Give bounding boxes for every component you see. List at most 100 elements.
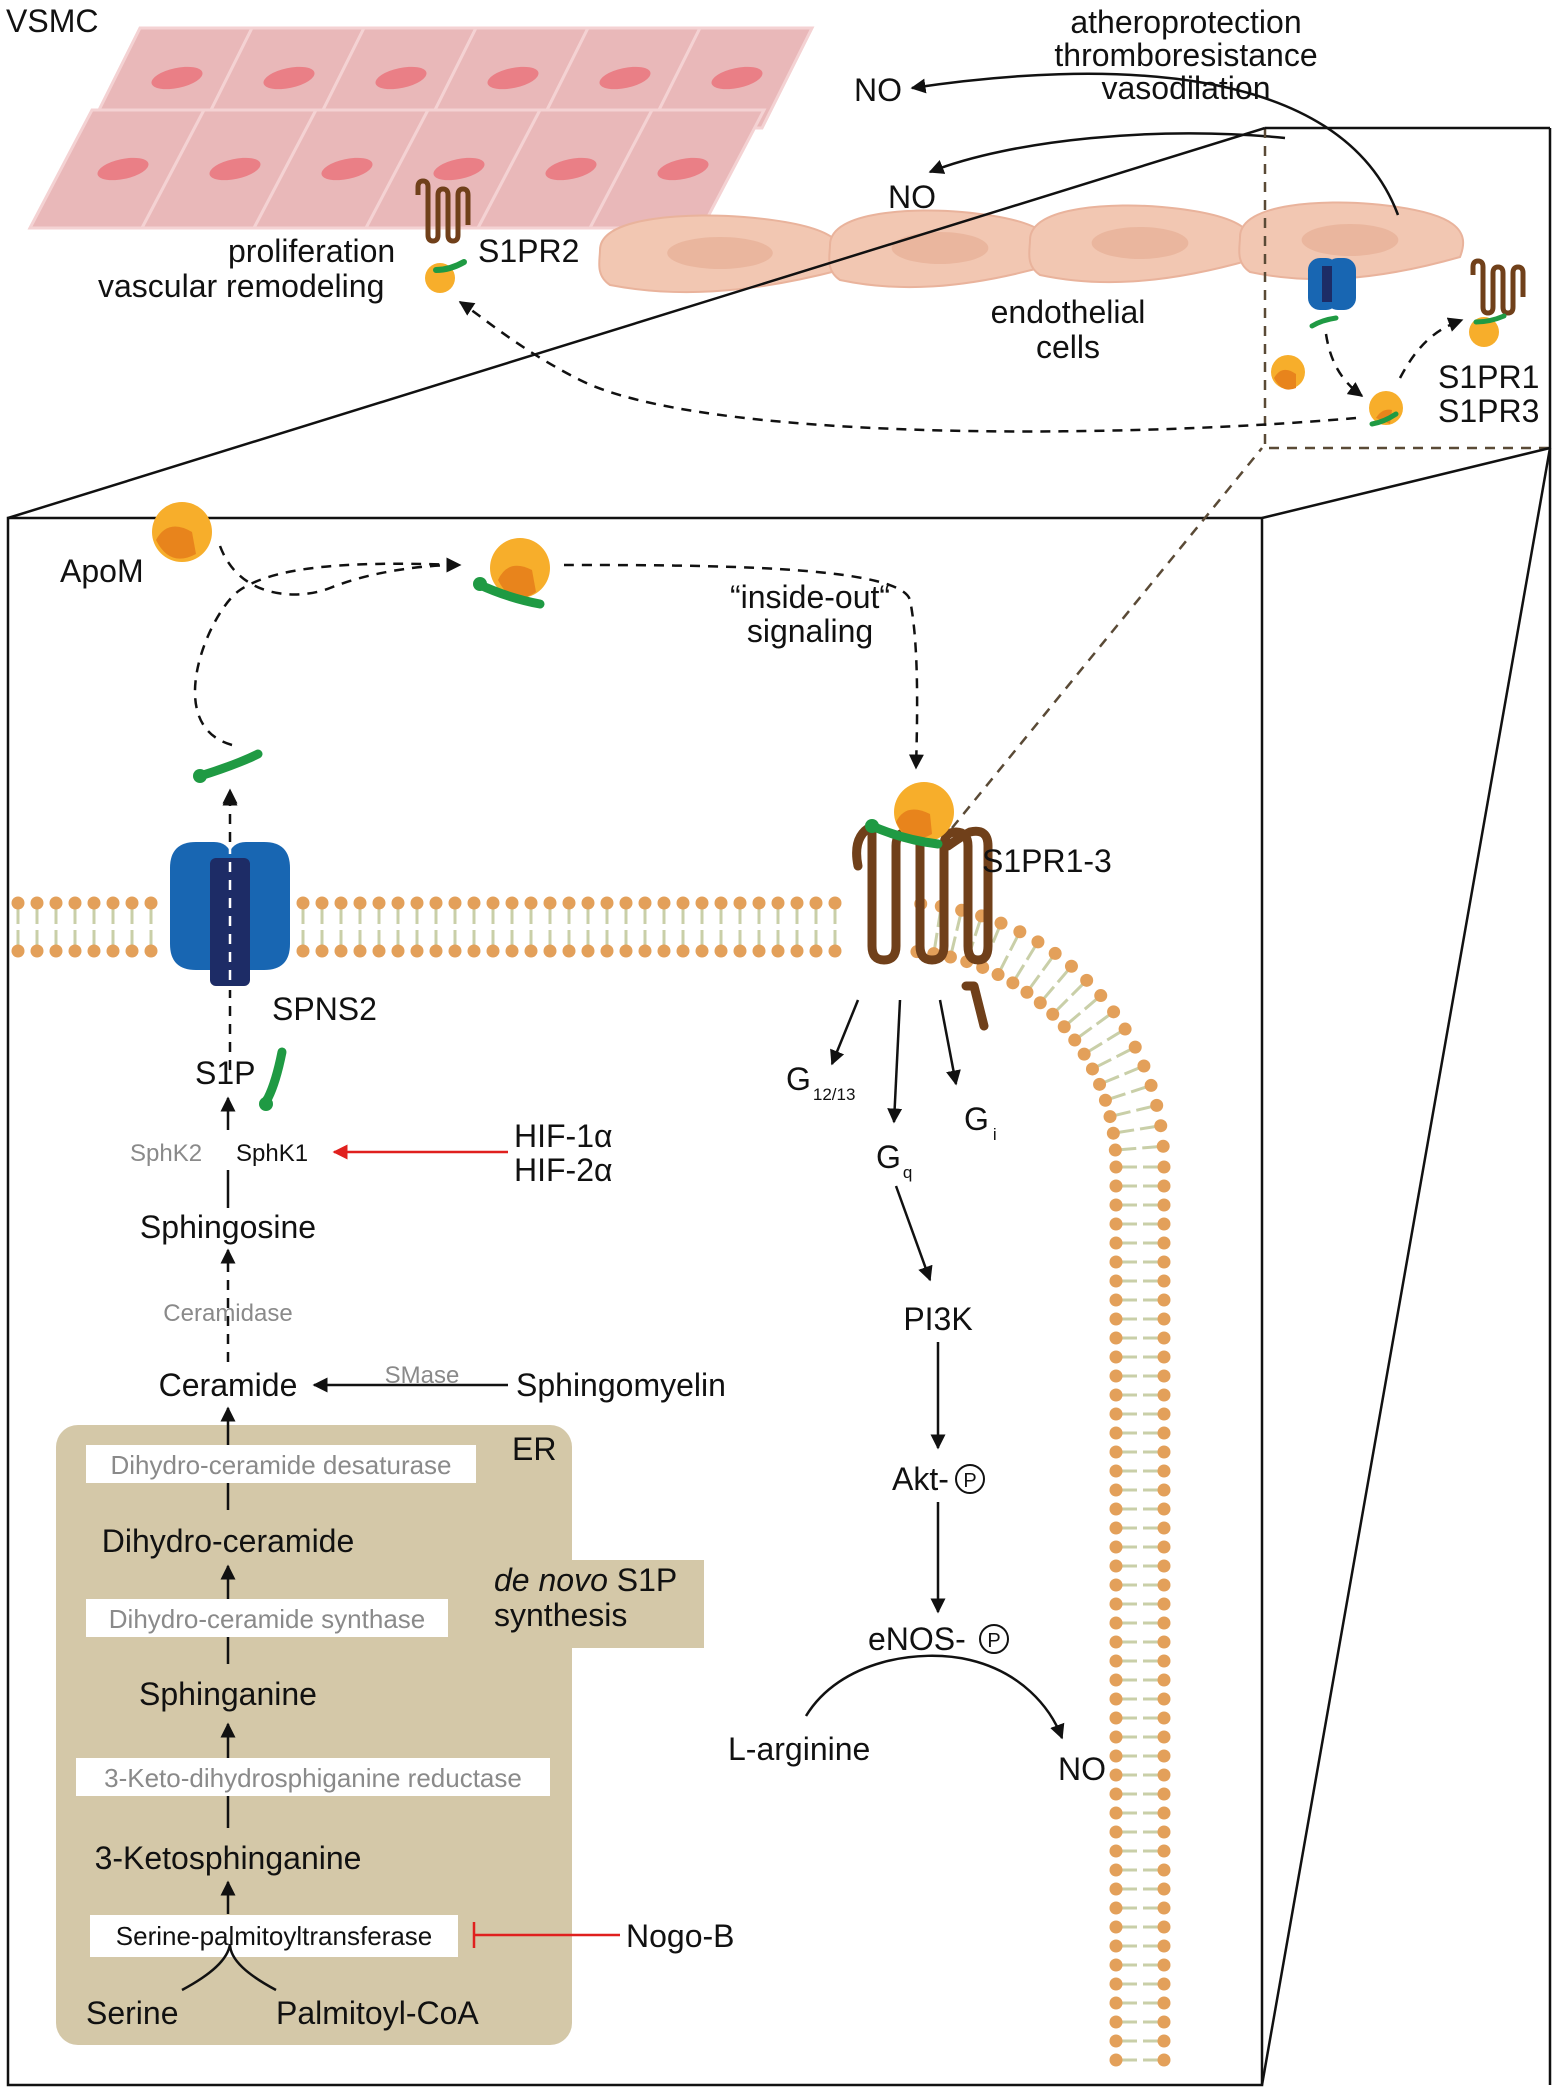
vsmc-nucleus	[263, 66, 315, 90]
lipid-head	[1109, 1958, 1123, 1972]
lipid-head	[524, 944, 538, 958]
lipid-head	[1020, 985, 1034, 999]
vsmc-nucleus	[209, 157, 261, 181]
lipid-head	[619, 944, 633, 958]
lipid-tail	[1095, 1014, 1110, 1026]
lipid-head	[429, 944, 443, 958]
lipid-tail	[1110, 1092, 1126, 1100]
lipid-head	[1109, 2034, 1123, 2048]
lipid-head	[486, 896, 500, 910]
desaturase-label: Dihydro-ceramide desaturase	[110, 1450, 451, 1480]
lipid-head	[1109, 1521, 1123, 1535]
lipid-head	[1157, 1711, 1171, 1725]
lipid-head	[1109, 1844, 1123, 1858]
lipid-head	[1157, 2015, 1171, 2029]
lipid-head	[1157, 1730, 1171, 1744]
lipid-head	[752, 896, 766, 910]
lipid-tail	[1106, 1030, 1121, 1042]
palmitoyl-label: Palmitoyl-CoA	[276, 1995, 479, 2031]
lipid-head	[543, 896, 557, 910]
lipid-head	[1048, 946, 1062, 960]
endothelial-layer: endothelial cells	[598, 201, 1465, 365]
nogo-label: Nogo-B	[626, 1918, 735, 1954]
vsmc-nucleus	[375, 66, 427, 90]
lipid-head	[828, 896, 842, 910]
hif2-label: HIF-2α	[514, 1152, 613, 1188]
lipid-head	[733, 944, 747, 958]
lipid-head	[1157, 1939, 1171, 1953]
lipid-head	[1157, 1426, 1171, 1440]
lipid-head	[1157, 2053, 1171, 2067]
lipid-head	[49, 944, 63, 958]
lipid-head	[11, 896, 25, 910]
endothelial-cells	[598, 201, 1465, 294]
lipid-head	[1157, 1977, 1171, 1991]
lipid-head	[1157, 1445, 1171, 1459]
zoom-dashed-link	[951, 447, 1263, 829]
lipid-head	[1109, 1464, 1123, 1478]
lipid-tail	[1067, 1011, 1082, 1024]
lipid-head	[771, 896, 785, 910]
lipid-head	[695, 896, 709, 910]
lipid-tail	[1083, 998, 1098, 1011]
lipid-head	[1157, 1958, 1171, 1972]
lipid-head	[372, 944, 386, 958]
lipid-head	[1109, 1255, 1123, 1269]
lipid-head	[828, 944, 842, 958]
lipid-head	[391, 896, 405, 910]
lipid-tail	[1025, 946, 1037, 961]
lipid-tail	[1041, 957, 1053, 972]
lipid-head	[30, 896, 44, 910]
lipid-head	[1157, 1901, 1171, 1915]
lipid-head	[1109, 1179, 1123, 1193]
lipid-tail	[1056, 969, 1069, 984]
lipid-head	[1157, 1597, 1171, 1611]
lipid-head	[676, 944, 690, 958]
vsmc-nucleus	[151, 66, 203, 90]
lipid-head	[1157, 1217, 1171, 1231]
lipid-head	[1109, 1692, 1123, 1706]
lipid-head	[1109, 1825, 1123, 1839]
lipid-tail	[1043, 985, 1056, 1000]
s1pr13-label: S1PR1-3	[982, 843, 1112, 879]
vsmc-nucleus	[321, 157, 373, 181]
lipid-head	[1150, 1098, 1164, 1112]
vsmc-layer: VSMC	[6, 3, 815, 230]
lipid-head	[1098, 1093, 1112, 1107]
lipid-head	[1106, 1126, 1120, 1140]
serine-label: Serine	[86, 1995, 179, 2031]
lipid-head	[1157, 1160, 1171, 1174]
lipid-head	[1157, 1578, 1171, 1592]
vsmc-nucleus	[487, 66, 539, 90]
lipid-head	[1109, 1160, 1123, 1174]
lipid-head	[1144, 1078, 1158, 1092]
lipid-head	[1109, 1312, 1123, 1326]
lipid-head	[30, 944, 44, 958]
lipid-head	[1157, 1388, 1171, 1402]
lipid-head	[68, 944, 82, 958]
lipid-head	[1157, 1559, 1171, 1573]
mini-arrow-2	[1398, 317, 1464, 379]
lipid-head	[1109, 1274, 1123, 1288]
lipid-head	[581, 896, 595, 910]
lipid-head	[1109, 1293, 1123, 1307]
lipid-head	[1109, 1426, 1123, 1440]
vsmc-nucleus	[545, 157, 597, 181]
no-arrow-2	[928, 132, 1286, 174]
lipid-tail	[991, 928, 1001, 944]
sphk1-label: SphK1	[236, 1140, 308, 1167]
enos-phospho-circle	[979, 1624, 1009, 1654]
lipid-head	[1109, 1654, 1123, 1668]
lipid-head	[1157, 1274, 1171, 1288]
lipid-head	[1157, 1863, 1171, 1877]
lipid-head	[1157, 1464, 1171, 1478]
lipid-head	[372, 896, 386, 910]
vsmc-nucleus	[97, 157, 149, 181]
lipid-tail	[1119, 1128, 1135, 1134]
lipid-head	[1128, 1040, 1142, 1054]
lipid-head	[1085, 1062, 1099, 1076]
lipid-head	[334, 896, 348, 910]
signaling-label: signaling	[747, 613, 873, 649]
dihydroceramide-label: Dihydro-ceramide	[102, 1523, 355, 1559]
